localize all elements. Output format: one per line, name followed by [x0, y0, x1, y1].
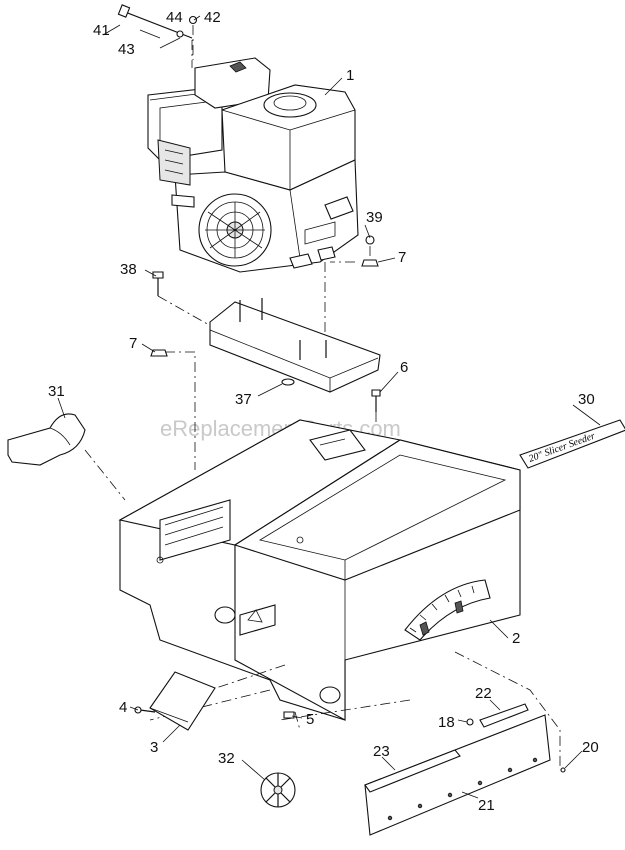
engine — [147, 57, 359, 273]
decal-text: 20" Slicer Seeder — [527, 431, 596, 465]
callout-41: 41 — [93, 22, 110, 39]
callout-1: 1 — [346, 67, 354, 84]
callout-labels: 41 44 42 43 1 39 7 38 7 37 6 30 31 2 4 3… — [48, 9, 599, 814]
callout-7a: 7 — [129, 335, 137, 352]
callout-37: 37 — [235, 391, 252, 408]
callout-38: 38 — [120, 261, 137, 278]
mounting-plate — [209, 298, 381, 393]
callout-32: 32 — [218, 750, 235, 767]
shield-31 — [7, 413, 126, 501]
callout-7b: 7 — [398, 249, 406, 266]
bracket-3 — [134, 671, 216, 731]
callout-5: 5 — [306, 711, 314, 728]
callout-4: 4 — [119, 699, 127, 716]
hopper-frame — [118, 419, 561, 770]
callout-21: 21 — [478, 797, 495, 814]
callout-2: 2 — [512, 630, 520, 647]
callout-leaders — [57, 15, 601, 799]
callout-18: 18 — [438, 714, 455, 731]
callout-3: 3 — [150, 739, 158, 756]
callout-44: 44 — [166, 9, 183, 26]
callout-20: 20 — [582, 739, 599, 756]
callout-23: 23 — [373, 743, 390, 760]
bolts — [150, 235, 381, 470]
callout-39: 39 — [366, 209, 383, 226]
plates-21-23 — [364, 703, 566, 836]
decal-30: 20" Slicer Seeder — [519, 419, 625, 469]
callout-22: 22 — [475, 685, 492, 702]
callout-31: 31 — [48, 383, 65, 400]
callout-43: 43 — [118, 41, 135, 58]
wheel-32 — [260, 772, 296, 808]
callout-6: 6 — [400, 359, 408, 376]
callout-42: 42 — [204, 9, 221, 26]
bolt-5 — [283, 711, 295, 719]
top-hardware — [117, 4, 198, 68]
callout-30: 30 — [578, 391, 595, 408]
